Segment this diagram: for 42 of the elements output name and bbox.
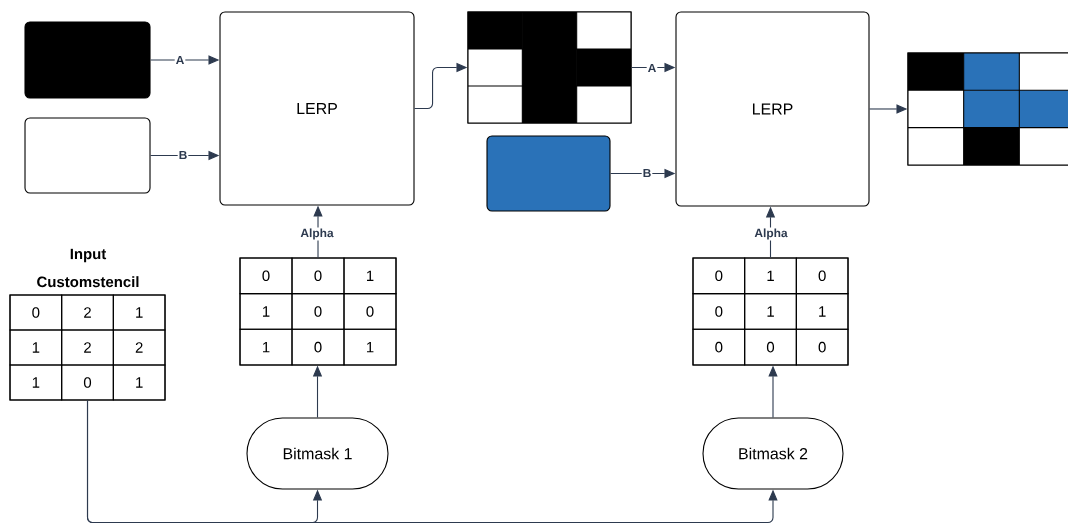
table-cell: 1 [795, 293, 849, 330]
table-cell: 1 [343, 328, 397, 366]
process-box: LERP [219, 11, 415, 206]
table-cell: 1 [9, 364, 63, 401]
edge-label: B [641, 167, 653, 179]
color-box [24, 21, 151, 99]
edge-label: Alpha [299, 227, 335, 241]
table-cell: 0 [291, 293, 345, 330]
table-cell: 0 [61, 364, 114, 401]
table-cell: 2 [61, 329, 114, 366]
table-cell: 0 [343, 293, 397, 330]
table-cell: 0 [795, 328, 849, 366]
arrow [86, 399, 778, 524]
color-box [486, 135, 611, 212]
table-cell: 1 [112, 364, 166, 401]
edge-label: A [174, 54, 186, 66]
edge-label: B [177, 149, 189, 161]
table-cell: 0 [795, 257, 849, 295]
table-cell: 1 [744, 293, 797, 330]
table-cell: 1 [112, 294, 166, 331]
table-cell: 1 [9, 329, 63, 366]
node-label: Input Customstencil [37, 248, 139, 288]
pixel-grid [907, 52, 1068, 166]
edge-label: A [646, 62, 658, 74]
table-cell: 1 [239, 328, 293, 366]
table-cell: 0 [692, 293, 746, 330]
table-cell: 0 [9, 294, 63, 331]
table-cell: 0 [291, 257, 345, 295]
table-cell: 0 [744, 328, 797, 366]
table-cell: 1 [744, 257, 797, 295]
edge-label: Alpha [753, 227, 789, 241]
process-box: LERP [675, 11, 870, 207]
table-cell: 0 [692, 257, 746, 295]
table-cell: 2 [112, 329, 166, 366]
table-cell: 0 [692, 328, 746, 366]
color-box [24, 117, 151, 194]
pixel-grid [467, 11, 632, 124]
table-cell: 0 [291, 328, 345, 366]
table-cell: 2 [61, 294, 114, 331]
table-cell: 1 [239, 293, 293, 330]
table-cell: 1 [343, 257, 397, 295]
table-cell: 0 [239, 257, 293, 295]
